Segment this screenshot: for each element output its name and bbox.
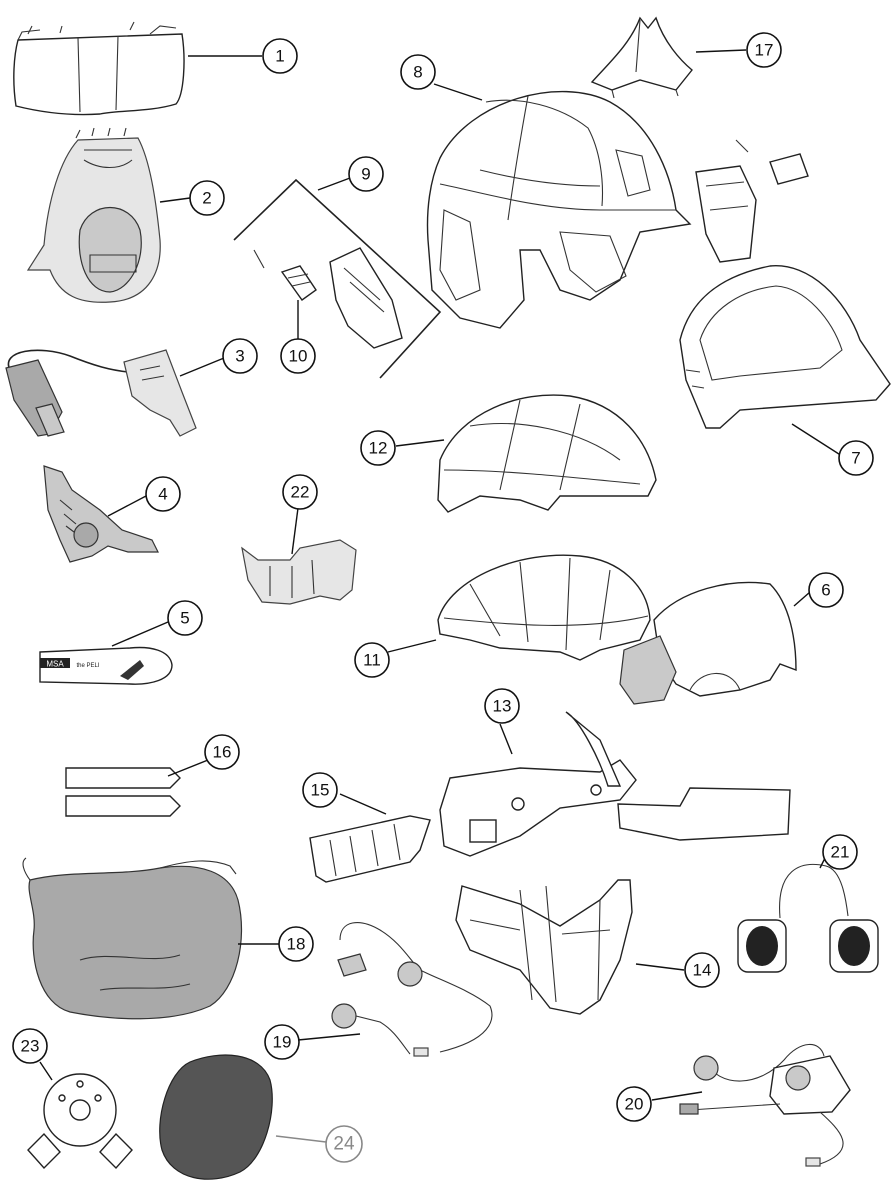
callout-13: 13 bbox=[484, 688, 520, 724]
part-2-hood bbox=[26, 127, 161, 303]
part-1-neck-curtain bbox=[13, 21, 185, 116]
callout-5: 5 bbox=[167, 600, 203, 636]
svg-text:6: 6 bbox=[821, 581, 830, 600]
side-bracket-assembly bbox=[695, 139, 809, 263]
part-19-comms-headset bbox=[331, 922, 493, 1057]
callout-1: 1 bbox=[262, 38, 298, 74]
svg-text:9: 9 bbox=[361, 165, 370, 184]
part-18-storage-bag bbox=[22, 857, 243, 1020]
callout-23: 23 bbox=[12, 1028, 48, 1064]
svg-text:7: 7 bbox=[851, 449, 860, 468]
part-6-rear-shield bbox=[619, 581, 797, 705]
leader-lines bbox=[39, 49, 843, 1143]
svg-text:5: 5 bbox=[180, 609, 189, 628]
callout-22: 22 bbox=[282, 474, 318, 510]
callout-19: 19 bbox=[264, 1024, 300, 1060]
part-22-clip bbox=[241, 539, 357, 605]
part-21-earmuffs bbox=[737, 863, 879, 973]
part-3-cable-connectors bbox=[5, 349, 197, 437]
svg-text:24: 24 bbox=[333, 1134, 355, 1155]
lamp-logo-text: MSA bbox=[46, 660, 64, 669]
svg-text:12: 12 bbox=[369, 439, 388, 458]
callout-3: 3 bbox=[222, 338, 258, 374]
part-7-face-visor bbox=[679, 265, 891, 429]
svg-text:10: 10 bbox=[289, 347, 308, 366]
svg-text:15: 15 bbox=[311, 781, 330, 800]
svg-text:13: 13 bbox=[493, 697, 512, 716]
svg-text:17: 17 bbox=[755, 41, 774, 60]
part-12-inner-shell bbox=[437, 394, 657, 513]
callout-10: 10 bbox=[280, 338, 316, 374]
svg-text:2: 2 bbox=[202, 189, 211, 208]
callout-18: 18 bbox=[278, 926, 314, 962]
part-5-helmet-lamp: MSA the PELI bbox=[39, 646, 173, 685]
svg-text:21: 21 bbox=[831, 843, 850, 862]
part-8-fire-helmet bbox=[426, 90, 692, 329]
part-4-bracket bbox=[43, 465, 159, 563]
part-20-comms-boom bbox=[679, 1043, 851, 1167]
part-17-visor-clip bbox=[590, 16, 693, 99]
svg-text:1: 1 bbox=[275, 47, 284, 66]
callout-12: 12 bbox=[360, 430, 396, 466]
callout-11: 11 bbox=[354, 642, 390, 678]
svg-text:11: 11 bbox=[363, 651, 381, 670]
svg-text:4: 4 bbox=[158, 485, 167, 504]
svg-text:23: 23 bbox=[21, 1037, 40, 1056]
callout-2: 2 bbox=[189, 180, 225, 216]
callout-24: 24 bbox=[325, 1125, 363, 1163]
svg-text:20: 20 bbox=[625, 1095, 644, 1114]
svg-text:14: 14 bbox=[693, 961, 712, 980]
callout-17: 17 bbox=[746, 32, 782, 68]
part-14-chin-strap bbox=[455, 879, 633, 1015]
part-13-headband bbox=[439, 711, 791, 857]
callout-7: 7 bbox=[838, 440, 874, 476]
callout-8: 8 bbox=[400, 54, 436, 90]
callout-16: 16 bbox=[204, 734, 240, 770]
part-15-strap-pad bbox=[309, 815, 431, 883]
svg-text:16: 16 bbox=[213, 743, 232, 762]
part-16-strips bbox=[65, 767, 181, 817]
svg-text:18: 18 bbox=[287, 935, 306, 954]
callout-6: 6 bbox=[808, 572, 844, 608]
callout-20: 20 bbox=[616, 1086, 652, 1122]
svg-text:22: 22 bbox=[291, 483, 310, 502]
callout-21: 21 bbox=[822, 834, 858, 870]
svg-text:19: 19 bbox=[273, 1033, 292, 1052]
callout-4: 4 bbox=[145, 476, 181, 512]
callout-15: 15 bbox=[302, 772, 338, 808]
lamp-small-text: the PELI bbox=[76, 663, 99, 669]
svg-text:3: 3 bbox=[235, 347, 244, 366]
part-9-bracket-kit bbox=[233, 178, 442, 379]
part-11-harness-cradle bbox=[437, 554, 651, 661]
callout-9: 9 bbox=[348, 156, 384, 192]
callout-14: 14 bbox=[684, 952, 720, 988]
svg-text:8: 8 bbox=[413, 63, 422, 82]
part-23-ring-fitting bbox=[27, 1073, 133, 1170]
part-24-dark-pad bbox=[159, 1054, 273, 1180]
